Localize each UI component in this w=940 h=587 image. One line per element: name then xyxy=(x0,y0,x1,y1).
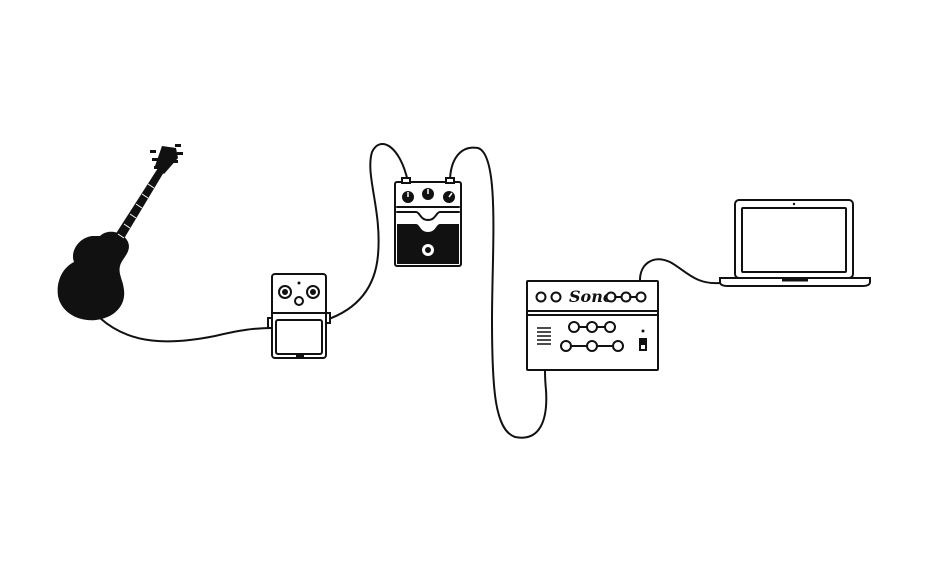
pedal2-input-jack xyxy=(401,177,411,184)
guitar-body xyxy=(57,231,129,321)
cable-pedal2-to-interface xyxy=(449,146,548,439)
interface-led xyxy=(641,329,645,333)
interface-mid-knob-2 xyxy=(586,321,598,333)
interface-toggle-lever xyxy=(641,340,645,345)
laptop-screen xyxy=(741,207,847,273)
interface-top-knob-2 xyxy=(550,291,562,303)
fuzz-pedal-icon xyxy=(394,177,462,267)
interface-top-knob-5 xyxy=(635,291,647,303)
guitar-frets xyxy=(117,183,155,239)
audio-interface-icon: Sono xyxy=(526,280,659,371)
cable-pedal1-to-pedal2 xyxy=(325,143,409,321)
pedal1-knob-right-cap xyxy=(310,289,316,295)
guitar-headstock xyxy=(155,146,178,174)
guitar-tuners xyxy=(150,144,183,169)
pedal1-knob-center xyxy=(294,296,304,306)
guitar-icon xyxy=(57,144,183,321)
pedal2-wave-line xyxy=(396,211,460,221)
interface-mid-knob-1 xyxy=(568,321,580,333)
pedal1-foot xyxy=(296,354,304,358)
pedal1-led xyxy=(297,281,301,285)
laptop-base xyxy=(719,277,871,287)
interface-brand-label: Sono xyxy=(569,287,614,306)
pedal2-output-jack xyxy=(445,177,455,184)
interface-grille xyxy=(537,327,551,345)
interface-bottom-knob-3 xyxy=(612,340,624,352)
interface-top-knob-1 xyxy=(535,291,547,303)
cable-guitar-to-pedal xyxy=(99,317,273,343)
pedal2-knob-right-pointer xyxy=(448,192,453,198)
interface-bottom-knob-1 xyxy=(560,340,572,352)
interface-bottom-knob-2 xyxy=(586,340,598,352)
laptop-camera xyxy=(792,202,796,206)
pedal1-output-jack xyxy=(325,312,331,324)
pedal1-footswitch xyxy=(275,319,323,355)
cable-interface-to-laptop xyxy=(639,258,721,285)
interface-mid-knob-3 xyxy=(604,321,616,333)
overdrive-pedal-icon xyxy=(267,273,331,359)
pedal1-input-jack xyxy=(267,317,273,329)
laptop-icon xyxy=(719,199,871,287)
guitar-neck xyxy=(108,168,164,252)
laptop-notch xyxy=(782,279,808,282)
pedal2-footswitch-core xyxy=(425,247,431,253)
pedal1-knob-left-cap xyxy=(282,289,288,295)
